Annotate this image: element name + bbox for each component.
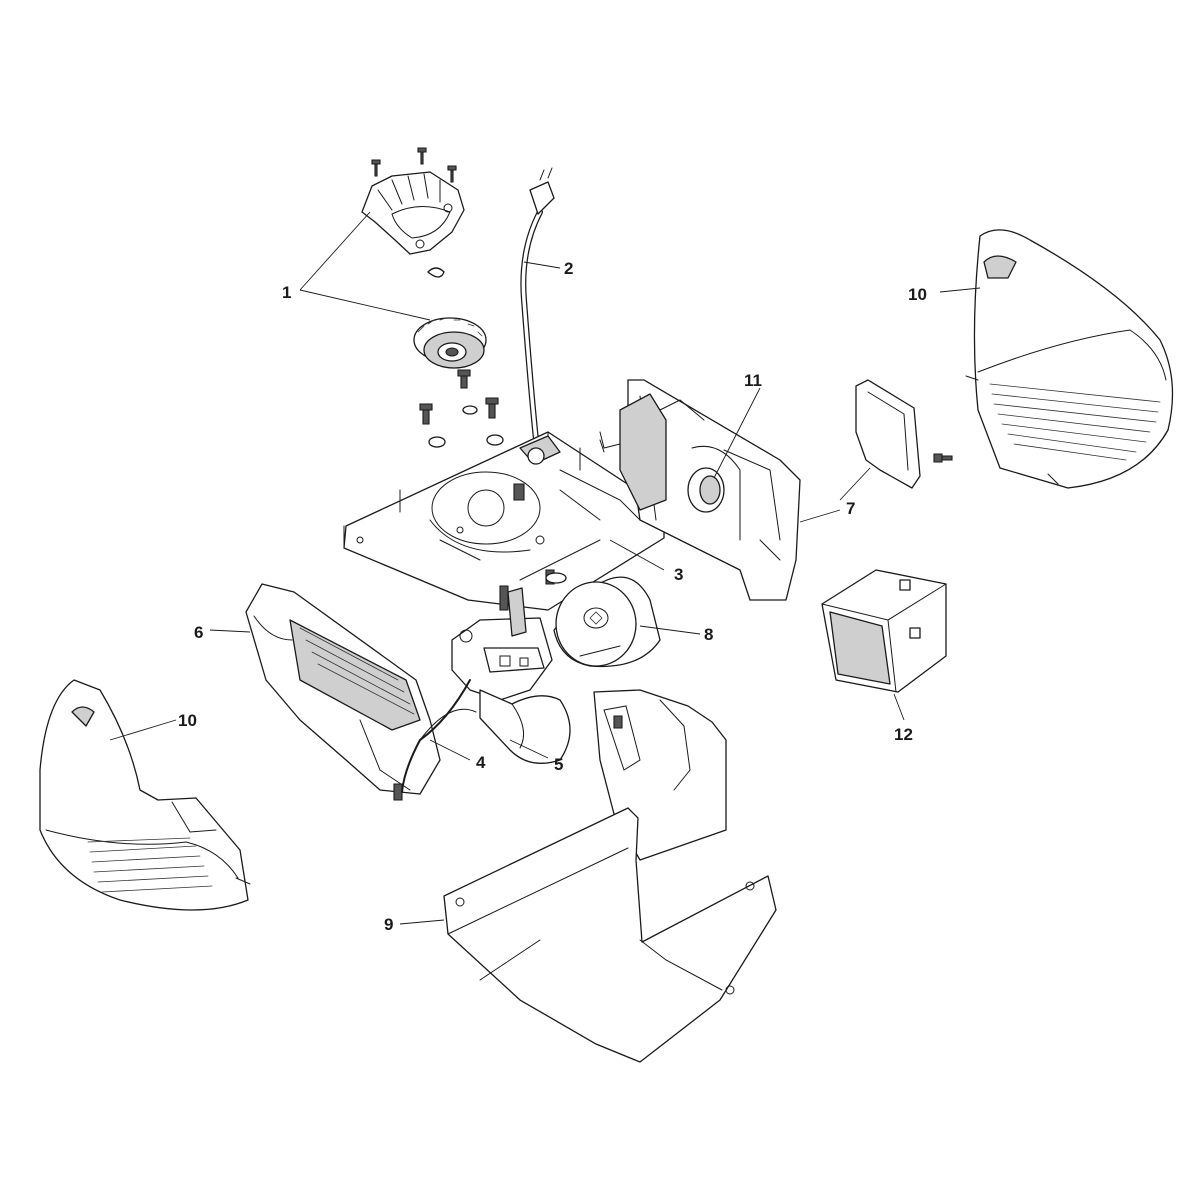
part-12-transformer — [821, 569, 947, 693]
part-1-sprocket — [413, 317, 487, 369]
leader-lines — [109, 211, 981, 925]
callout-3: 3 — [674, 565, 683, 584]
callouts: 1 2 3 4 5 6 7 8 9 10 10 11 12 — [178, 259, 927, 934]
part-4-wire-harness — [401, 679, 471, 793]
callout-6: 6 — [194, 623, 203, 642]
callout-5: 5 — [554, 755, 563, 774]
callout-4: 4 — [476, 753, 486, 772]
callout-9: 9 — [384, 915, 393, 934]
part-9-bottom-cover — [443, 689, 777, 1063]
part-8-motor — [553, 576, 661, 668]
callout-1: 1 — [282, 283, 291, 302]
callout-2: 2 — [564, 259, 573, 278]
part-7-lens-cover — [855, 379, 953, 489]
part-10-right-cover — [965, 229, 1174, 489]
part-10-left-cover — [39, 679, 251, 911]
part-1-sprocket-cover — [361, 147, 465, 278]
part-6-logic-board — [245, 583, 477, 801]
callout-10-right: 10 — [908, 285, 927, 304]
callout-7: 7 — [846, 499, 855, 518]
part-11-light-socket — [687, 467, 725, 513]
part-2-power-cord — [520, 167, 555, 443]
callout-10-left: 10 — [178, 711, 197, 730]
part-5-gearbox — [451, 585, 571, 764]
part-1-fasteners — [419, 369, 504, 448]
part-3-chassis — [343, 431, 665, 611]
callout-12: 12 — [894, 725, 913, 744]
callout-8: 8 — [704, 625, 713, 644]
callout-11: 11 — [744, 371, 762, 390]
